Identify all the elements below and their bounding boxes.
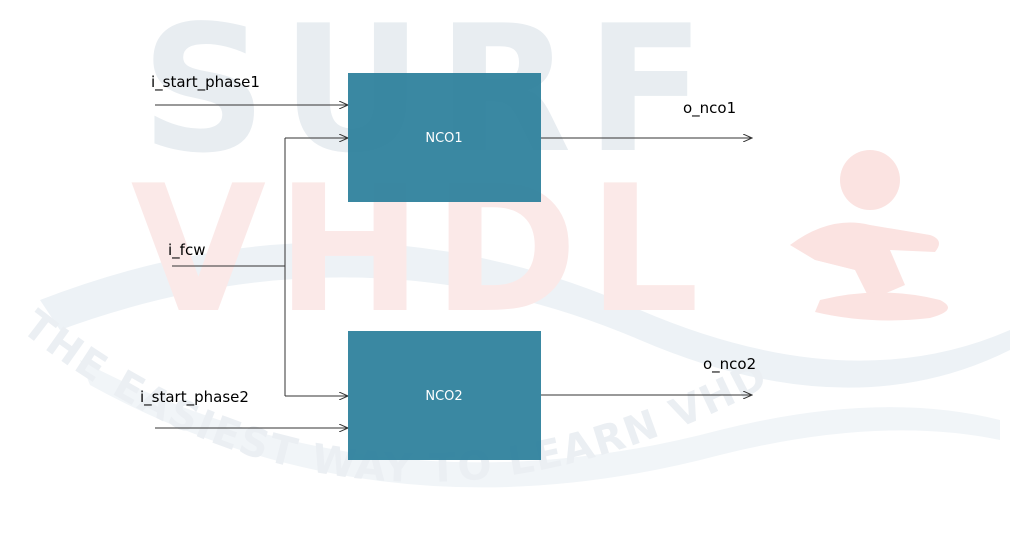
output-label-nco2: o_nco2 bbox=[703, 355, 756, 374]
output-label-nco1: o_nco1 bbox=[683, 99, 736, 118]
nco2-block: NCO2 bbox=[348, 331, 541, 460]
watermark-wave bbox=[40, 242, 1010, 388]
nco2-box bbox=[348, 331, 541, 460]
input-label-start-phase1: i_start_phase1 bbox=[151, 73, 260, 92]
nco1-block: NCO1 bbox=[348, 73, 541, 202]
nco1-box bbox=[348, 73, 541, 202]
nco2-label: NCO2 bbox=[425, 389, 462, 404]
nco1-label: NCO1 bbox=[425, 131, 462, 146]
input-label-start-phase2: i_start_phase2 bbox=[140, 388, 249, 407]
wires bbox=[155, 105, 752, 428]
watermark-wave-lower bbox=[80, 360, 1000, 488]
input-label-fcw: i_fcw bbox=[168, 241, 205, 260]
surfer-icon bbox=[790, 150, 948, 321]
